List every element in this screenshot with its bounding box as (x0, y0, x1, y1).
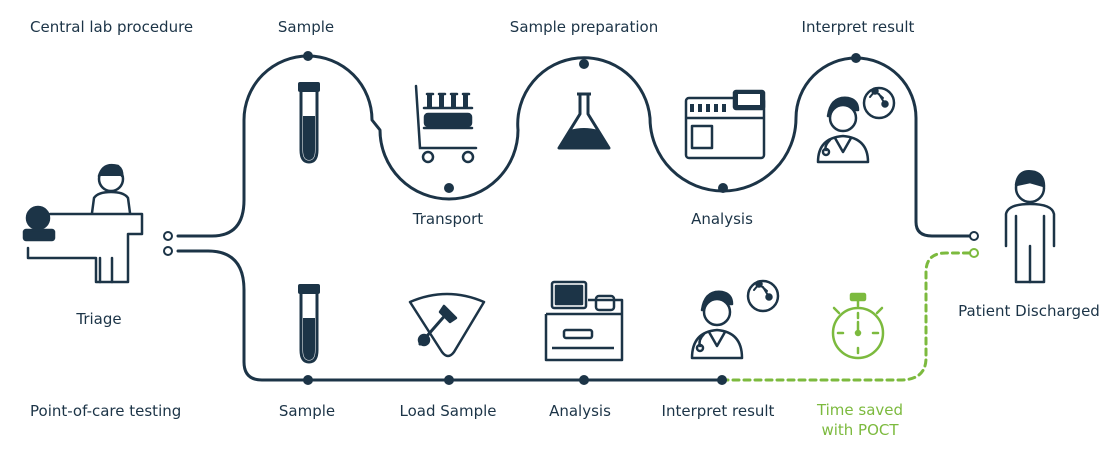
triage-connector-bottom (163, 246, 173, 256)
doctor-icon (816, 86, 896, 164)
poct-step-label: Load Sample (399, 402, 497, 420)
poct-label: Point-of-care testing (30, 402, 182, 420)
node-central-sample (303, 51, 313, 61)
central-step-label: Sample preparation (509, 18, 659, 36)
test-tube-icon (298, 284, 320, 364)
triage-patient-bed-icon (22, 163, 144, 284)
time-saved-line1: Time saved (816, 401, 904, 419)
central-step-label: Interpret result (801, 18, 915, 36)
time-saved-path (720, 251, 974, 382)
time-saved-label: Time saved with POCT (817, 400, 903, 440)
triage-connector-top (163, 231, 173, 241)
poct-analyzer-icon (544, 280, 624, 362)
poct-step-label: Interpret result (661, 402, 775, 420)
poct-step-label: Analysis (549, 402, 611, 420)
node-central-analysis (718, 183, 728, 193)
central-step-label: Analysis (691, 210, 753, 228)
time-saved-line2: with POCT (821, 421, 899, 439)
discharge-connector-top (969, 231, 979, 241)
central-step-label: Transport (412, 210, 484, 228)
stopwatch-icon (831, 292, 885, 360)
patient-discharged-label: Patient Discharged (958, 302, 1100, 320)
test-tube-icon (298, 82, 320, 164)
lab-analyzer-icon (684, 89, 766, 160)
node-poct-sample (303, 375, 313, 385)
discharge-connector-bottom (969, 248, 979, 258)
node-central-interpret (851, 53, 861, 63)
node-central-transport (444, 183, 454, 193)
central-lab-label: Central lab procedure (30, 18, 194, 36)
discharged-patient-icon (1004, 170, 1056, 284)
poct-step-label: Sample (278, 402, 336, 420)
poct-path (176, 249, 724, 382)
central-step-label: Sample (277, 18, 335, 36)
node-poct-load (444, 375, 454, 385)
load-sample-cartridge-icon (408, 292, 486, 358)
transport-cart-icon (414, 84, 478, 164)
triage-label: Triage (76, 310, 122, 328)
node-poct-analysis (579, 375, 589, 385)
central-lab-path (176, 54, 974, 238)
doctor-icon (690, 279, 780, 360)
flask-icon (557, 92, 611, 150)
node-central-sample-prep (579, 59, 589, 69)
node-poct-interpret (717, 375, 727, 385)
